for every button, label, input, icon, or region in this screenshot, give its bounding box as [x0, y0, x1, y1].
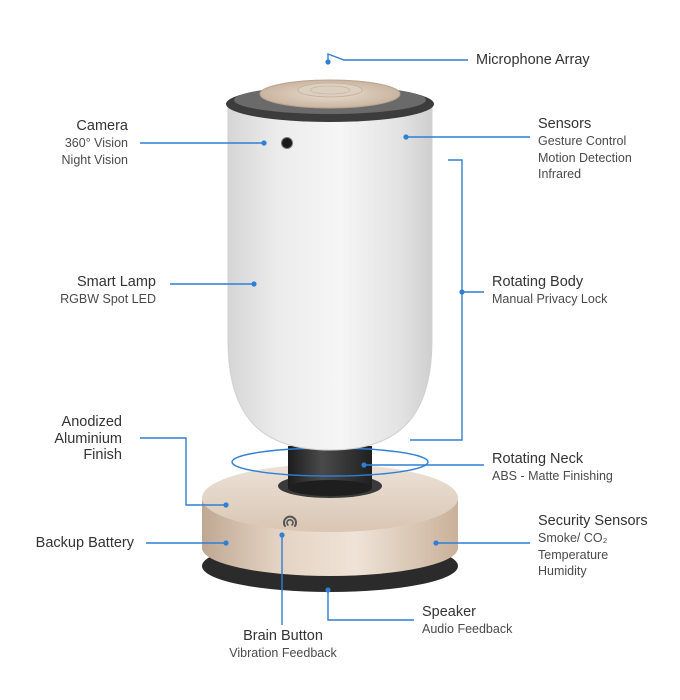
label-sensors: Sensors Gesture Control Motion Detection… [538, 116, 632, 183]
label-title: Security Sensors [538, 513, 648, 529]
callout-microphone [327, 52, 468, 62]
dot-brain-button [279, 532, 285, 538]
label-smart-lamp: Smart Lamp RGBW Spot LED [60, 274, 156, 308]
dot-speaker [325, 587, 331, 593]
label-microphone-array: Microphone Array [476, 52, 590, 69]
dot-security-sensors [433, 540, 439, 546]
dot-anodized [223, 502, 229, 508]
label-title: Microphone Array [476, 52, 590, 68]
label-title: Rotating Neck [492, 451, 584, 467]
label-speaker: Speaker Audio Feedback [422, 604, 512, 638]
label-title: Camera [76, 118, 128, 134]
label-title: Rotating Body [492, 274, 584, 290]
callout-rotating-body-bracket [410, 159, 463, 441]
label-sub: Smoke/ CO₂ [538, 530, 608, 545]
microphone-center-inner [309, 85, 351, 95]
callout-speaker [327, 590, 414, 621]
label-line: Anodized [61, 414, 122, 430]
label-title: Brain Button [243, 628, 323, 644]
label-sub: Humidity [538, 564, 587, 579]
label-backup-battery: Backup Battery [36, 535, 134, 552]
label-sub: 360° Vision [64, 135, 128, 150]
dot-microphone [325, 59, 331, 65]
label-rotating-body: Rotating Body Manual Privacy Lock [492, 274, 607, 308]
label-rotating-neck: Rotating Neck ABS - Matte Finishing [492, 451, 613, 485]
label-anodized-aluminium: Anodized Aluminium Finish [54, 414, 122, 464]
label-sub: Infrared [538, 167, 582, 182]
label-title: Backup Battery [35, 535, 134, 551]
label-title: Sensors [538, 116, 592, 132]
neck-bottom [288, 480, 372, 496]
label-security-sensors: Security Sensors Smoke/ CO₂ Temperature … [538, 513, 648, 580]
microphone-center [297, 82, 363, 98]
label-camera: Camera 360° Vision Night Vision [62, 118, 128, 168]
label-sub: Manual Privacy Lock [492, 291, 608, 306]
dot-camera [261, 140, 267, 146]
label-brain-button: Brain Button Vibration Feedback [220, 628, 346, 662]
label-sub: Night Vision [61, 152, 128, 167]
camera-lens-icon [281, 137, 293, 149]
label-title: Smart Lamp [77, 274, 156, 290]
dot-sensors [403, 134, 409, 140]
label-sub: Audio Feedback [422, 621, 513, 636]
dot-backup-battery [223, 540, 229, 546]
label-line: Finish [83, 447, 122, 464]
label-sub: Motion Detection [538, 150, 632, 165]
base-side-bottom [202, 520, 458, 576]
lamp-body [227, 103, 433, 451]
label-sub: ABS - Matte Finishing [492, 468, 613, 483]
label-sub: Vibration Feedback [229, 645, 337, 660]
brain-button-icon [283, 515, 297, 527]
dot-rotating-neck [361, 462, 367, 468]
label-sub: RGBW Spot LED [60, 291, 156, 306]
label-line: Aluminium [54, 430, 122, 447]
callout-lines [140, 52, 530, 625]
label-title: Speaker [422, 604, 477, 620]
callout-dots [223, 59, 465, 593]
callout-anodized [140, 437, 226, 506]
label-sub: Gesture Control [538, 133, 627, 148]
label-sub: Temperature [538, 547, 609, 562]
dot-smart-lamp [251, 281, 257, 287]
dot-rotating-body [459, 289, 465, 295]
